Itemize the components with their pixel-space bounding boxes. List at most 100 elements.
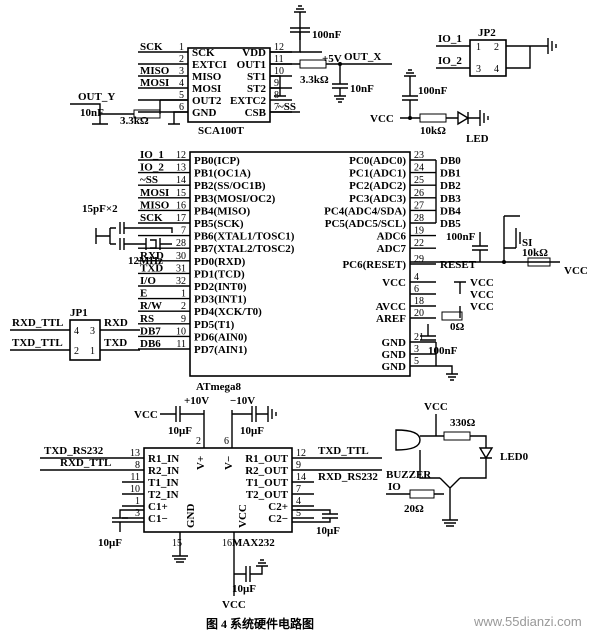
net-label: MOSI (140, 77, 169, 89)
pin-label: C1+ (148, 501, 168, 513)
pin-number: 9 (296, 460, 301, 471)
net-label: DB2 (440, 180, 461, 192)
svg-text:2: 2 (494, 42, 499, 53)
pin-number: 21 (414, 332, 424, 343)
svg-text:3: 3 (90, 326, 95, 337)
pin-label: T1_IN (148, 477, 179, 489)
aref-res (441, 311, 463, 321)
net-label: SCK (140, 212, 163, 224)
svg-text:10μF: 10μF (168, 425, 192, 437)
atmega8-name: ATmega8 (196, 381, 242, 393)
svg-text:4: 4 (494, 64, 499, 75)
svg-text:10μF: 10μF (316, 525, 340, 537)
pin-label: T1_OUT (246, 477, 289, 489)
pin-label: GND (382, 349, 407, 361)
res-buzzer-led (443, 431, 471, 441)
pin-number: 14 (296, 472, 306, 483)
net-label: DB3 (440, 193, 461, 205)
buzzer-block: VCC 330Ω LED0 BUZZER IO 20Ω (386, 401, 529, 527)
cap-top-label: 100nF (312, 29, 342, 41)
svg-text:10μF: 10μF (240, 425, 264, 437)
jp2-net2: IO_2 (438, 55, 462, 67)
pin-number: 7 (181, 226, 186, 237)
pin-number: 9 (274, 78, 279, 89)
max232-right-pins: 12R1_OUT9R2_OUT14T1_OUT7T2_OUT4C2+5C2−TX… (245, 445, 382, 525)
reset-cap (472, 232, 488, 262)
jp2-name: JP2 (478, 27, 496, 39)
svg-text:V−: V− (223, 456, 235, 470)
pin-number: 13 (176, 163, 186, 174)
led-vcc: VCC (370, 113, 394, 125)
max232-chip (143, 447, 293, 533)
jp1-txd: TXD (104, 337, 127, 349)
svg-text:2: 2 (196, 436, 201, 447)
pin-number: 5 (296, 508, 301, 519)
pin-label: PD6(AIN0) (194, 331, 247, 343)
res-base-label: 20Ω (404, 503, 424, 515)
pin-label: PB4(MISO) (194, 205, 251, 217)
net-label: TXD (140, 262, 163, 274)
svg-text:3: 3 (476, 64, 481, 75)
pin-label: PC5(ADC5/SCL) (325, 218, 407, 230)
figure-caption: 图 4 系统硬件电路图 (206, 616, 314, 631)
svg-text:6: 6 (224, 436, 229, 447)
pin-label: GND (192, 107, 217, 119)
pin-label: MOSI (192, 83, 221, 95)
jp2-block: JP2 1 2 3 4 IO_1 IO_2 (436, 27, 557, 77)
pin-number: 28 (414, 213, 424, 224)
pin-label: R2_OUT (245, 465, 288, 477)
led-label: LED (466, 133, 489, 145)
net-label: E (140, 288, 147, 300)
pin-number: 4 (414, 272, 419, 283)
pin-label: EXTCI (192, 59, 227, 71)
pin-label: PB6(XTAL1/TOSC1) (194, 231, 295, 243)
jp2-net1: IO_1 (438, 33, 462, 45)
out-y-label: OUT_Y (78, 91, 115, 103)
pin-number: 12 (176, 150, 186, 161)
net-label: MISO (140, 199, 170, 211)
net-label: RXD (140, 250, 164, 262)
plus5v-label: +5V (322, 53, 342, 65)
jp1-rxd: RXD (104, 317, 128, 329)
pin-number: 26 (414, 188, 424, 199)
net-label: DB4 (440, 205, 461, 217)
pin-label: C1− (148, 513, 168, 525)
pin-number: 15 (176, 188, 186, 199)
net-label: DB1 (440, 168, 461, 180)
cap-c2 (292, 509, 338, 523)
net-label: I/O (140, 275, 156, 287)
pin-number: 12 (274, 42, 284, 53)
pin-label: CSB (245, 107, 267, 119)
pin-number: 31 (176, 263, 186, 274)
pin-label: PB2(SS/OC1B) (194, 180, 266, 192)
svg-text:VCC: VCC (237, 504, 249, 528)
pin-number: 32 (176, 276, 186, 287)
pin-label: PD5(T1) (194, 319, 235, 331)
jp1-block: JP1 4 3 2 1 RXD_TTL TXD_TTL RXD TXD (10, 307, 140, 361)
cap-outx-label: 10nF (350, 83, 374, 95)
res-base (409, 489, 435, 499)
pin-label: VDD (242, 47, 266, 59)
pin-number: 10 (176, 326, 186, 337)
pin-label: PC4(ADC4/SDA) (324, 205, 406, 217)
net-label: RXD_RS232 (318, 471, 378, 483)
cap-c1 (112, 509, 144, 532)
cap-led-label: 100nF (418, 85, 448, 97)
pin-number: 27 (414, 200, 424, 211)
pin-number: 2 (179, 54, 184, 65)
pin-number: 4 (296, 496, 301, 507)
reset-vcc: VCC (564, 265, 588, 277)
pin-label: VCC (382, 277, 406, 289)
svg-text:16: 16 (222, 538, 232, 549)
pin-label: PC2(ADC2) (349, 180, 406, 192)
pin-number: 16 (176, 200, 186, 211)
max-vcc-left: VCC (134, 409, 158, 421)
reset-switch-label: SI (522, 237, 532, 249)
cap-led (402, 69, 418, 118)
buzzer-io: IO (388, 481, 401, 493)
